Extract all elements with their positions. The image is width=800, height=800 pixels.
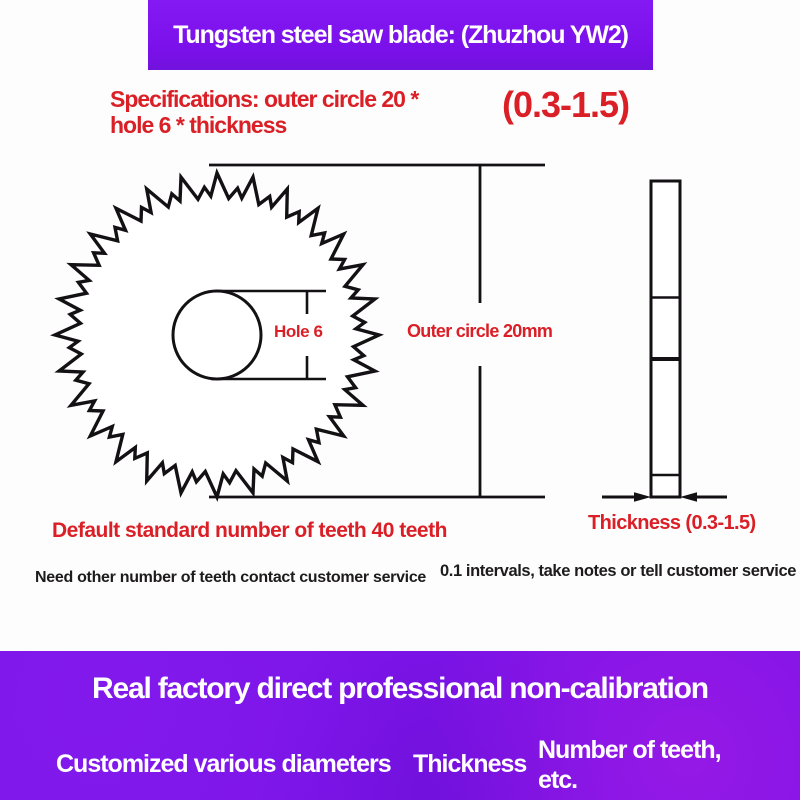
saw-blade-diagram [50,163,727,502]
footer-item-thickness: Thickness [413,750,527,778]
intervals-note: 0.1 intervals, take notes or tell custom… [440,562,797,580]
thickness-arrows [602,492,727,502]
thickness-range: (0.3-1.5) [502,84,630,125]
side-view [649,179,682,499]
arbor-hole [171,289,263,381]
default-teeth-note: Default standard number of teeth 40 teet… [52,519,447,542]
contact-note: Need other number of teeth contact custo… [35,569,427,586]
footer-headline: Real factory direct professional non-cal… [92,672,709,705]
thickness-label: Thickness (0.3-1.5) [588,512,756,534]
footer-item-diameters: Customized various diameters [56,750,392,778]
outer-dimension-lines [209,163,545,499]
title-banner: Tungsten steel saw blade: (Zhuzhou YW2) [148,0,653,70]
spec-text: Specifications: outer circle 20 * hole 6… [110,86,419,138]
hole-label: Hole 6 [274,322,323,341]
hole-dimension-lines [211,289,326,381]
spec-line-1: Specifications: outer circle 20 * [110,86,419,112]
outer-circle-label: Outer circle 20mm [404,321,556,342]
product-title: Tungsten steel saw blade: (Zhuzhou YW2) [173,20,629,49]
spec-line-2: hole 6 * thickness [110,112,287,138]
footer-item-teeth: Number of teeth, etc. [538,736,722,794]
footer-banner [0,651,800,800]
